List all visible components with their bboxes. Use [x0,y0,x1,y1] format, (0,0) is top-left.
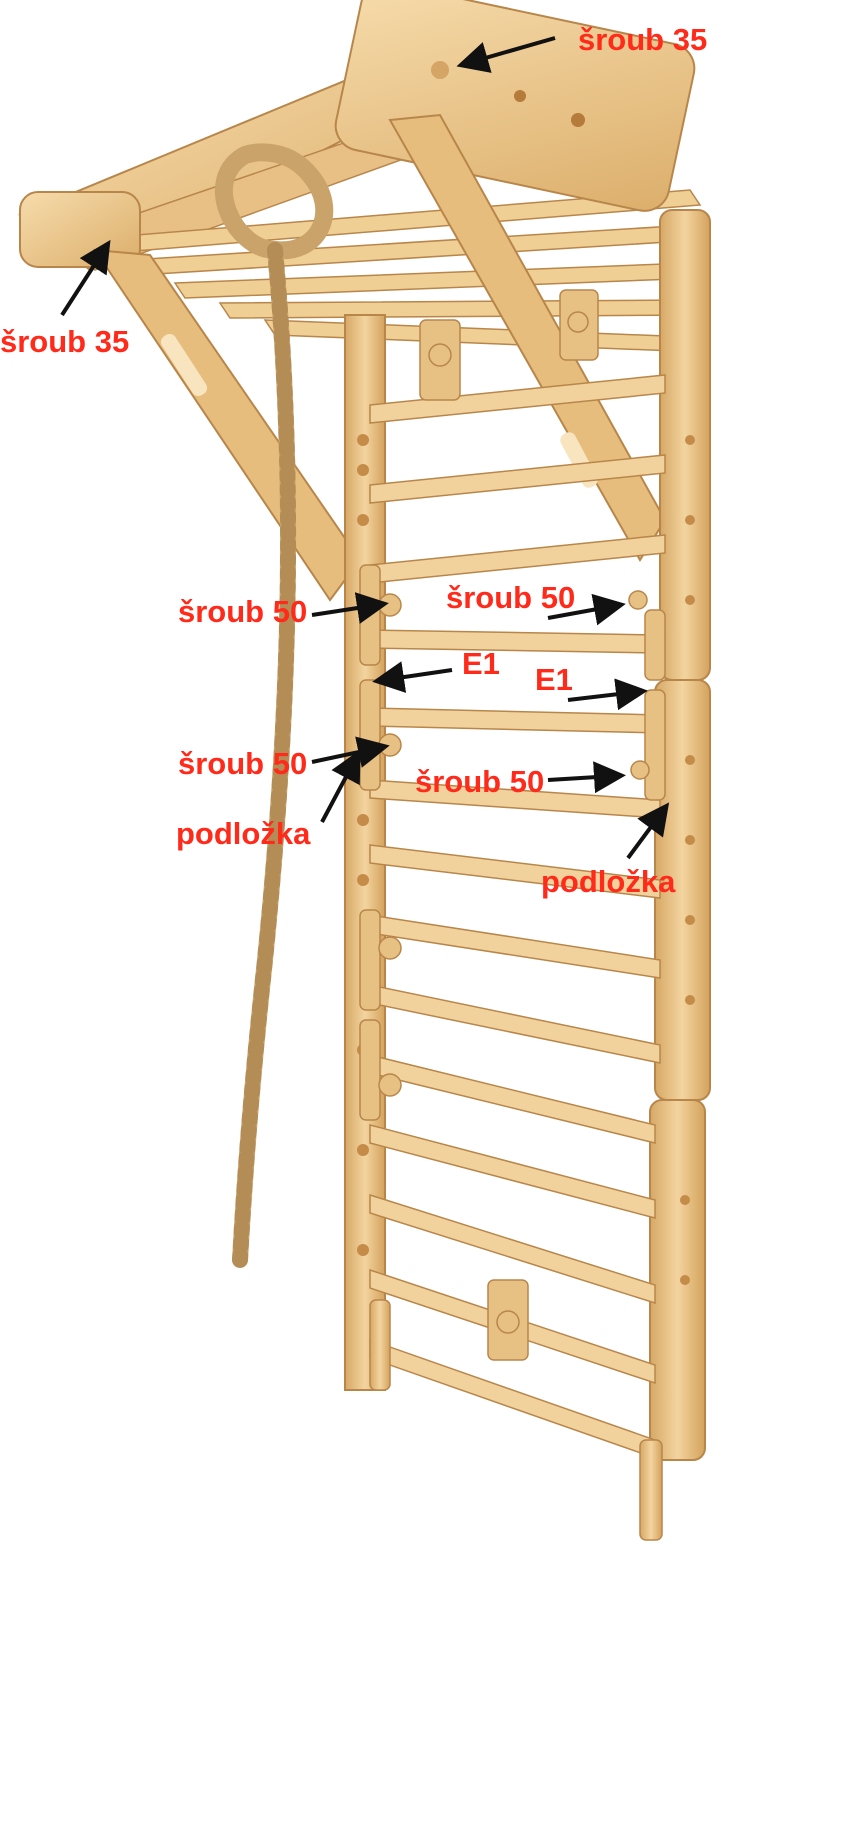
annotation-arrows [60,36,670,860]
label-top-screw: šroub 35 [578,22,708,57]
label-right-e1: E1 [535,662,573,697]
arrow-left-screw-50-upper [311,592,389,624]
arrow-left-e1 [372,661,453,693]
label-left-screw: šroub 35 [0,324,130,359]
climbing-rope [214,143,334,1268]
arrow-right-e1 [567,678,648,711]
wall-bar-feet [369,1299,663,1541]
mounting-brackets [359,289,666,1361]
label-left-mid-screw-lower: šroub 50 [178,746,308,781]
arrow-left-washer [320,749,361,823]
ladder-rungs [369,374,666,1460]
arrow-left-screw [60,239,111,317]
label-left-mid-screw-upper: šroub 50 [178,594,308,629]
right-rail [649,209,711,1461]
label-right-mid-screw-upper: šroub 50 [446,580,576,615]
label-right-mid-screw-lower: šroub 50 [415,764,545,799]
arrow-top-screw [456,36,556,73]
arrow-right-washer [626,802,670,860]
label-left-e1: E1 [462,646,500,681]
label-left-washer: podložka [176,816,311,851]
arrow-right-screw-50-lower [547,761,626,794]
arrow-right-screw-50-upper [547,593,626,626]
label-right-washer: podložka [541,864,676,899]
